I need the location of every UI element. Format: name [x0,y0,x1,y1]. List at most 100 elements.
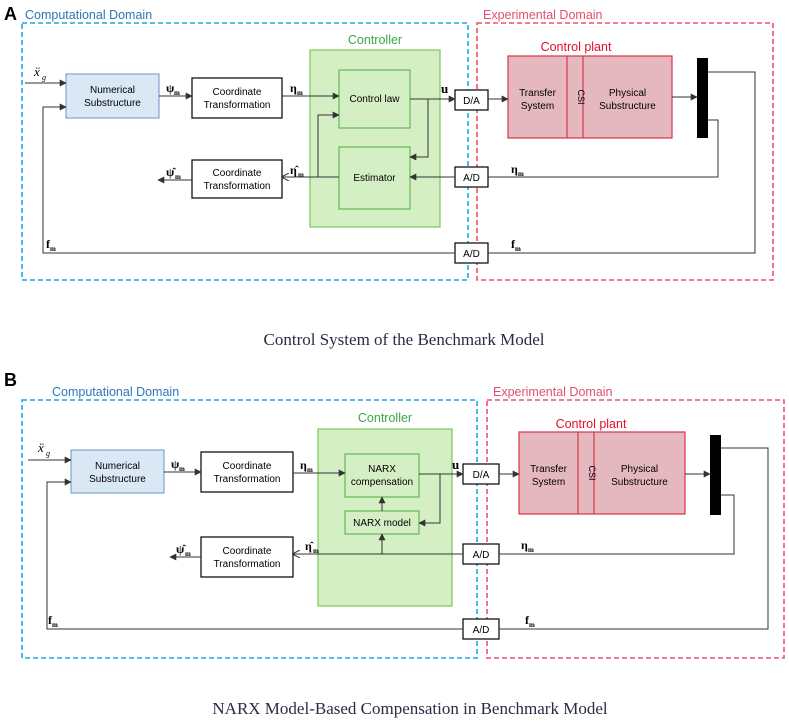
coordinate-transformation-2-box-b [200,536,294,578]
signal-f-left-b: f [48,613,53,627]
wire-force-feedback-a [488,71,756,254]
wire-force-numerical-a [42,103,455,254]
coordinate-transformation-1-box-a [191,77,283,119]
physical-substructure-line1-a: Physical [609,88,646,99]
signal-xg-b: ẍ [37,440,44,455]
signal-eta-hat-sub-b: m [313,547,319,555]
signal-eta-m-sub-b: m [528,546,534,554]
experimental-domain-label-a: Experimental Domain [483,8,603,22]
control-plant-title-a: Control plant [541,40,612,54]
panel-b-label: B [4,370,17,390]
signal-psi-hat-sub-a: m [175,173,181,181]
computational-domain-box-b [21,399,478,659]
da-label-b: D/A [473,470,490,481]
ad-label-2-a: A/D [463,249,480,260]
experimental-domain-box-b [486,399,785,659]
transfer-system-line1-a: Transfer [519,88,557,99]
panel-a: A Computational Domain Experimental Doma… [4,4,774,349]
signal-eta-b: η [300,458,307,472]
actuator-bar-a [697,58,708,138]
narx-compensation-line2: compensation [351,477,413,488]
signal-f-left-sub-b: m [52,621,58,629]
signal-eta-m-a: η [511,162,518,176]
signal-psi-sub-a: m [174,89,180,97]
coordinate-transformation-1-line1-b: Coordinate [223,461,272,472]
panel-a-label: A [4,4,17,24]
controller-title-b: Controller [358,411,412,425]
numerical-substructure-line1-b: Numerical [95,461,140,472]
wire-eta-feedback-a [488,119,719,178]
physical-substructure-line2-a: Substructure [599,101,656,112]
signal-f-right-b: f [525,613,530,627]
da-label-a: D/A [463,96,480,107]
signal-xg-a: ẍ [33,64,40,79]
transfer-system-line2-a: System [521,101,554,112]
signal-psi-b: ψ [171,457,180,471]
caption-a: Control System of the Benchmark Model [264,330,545,349]
wire-u-narx-model [418,474,441,527]
ad-label-1-a: A/D [463,173,480,184]
numerical-substructure-line2-a: Substructure [84,98,141,109]
signal-f-right-sub-b: m [529,621,535,629]
caption-b: NARX Model-Based Compensation in Benchma… [212,699,607,718]
signal-eta-sub-b: m [307,466,313,474]
signal-eta-m-sub-a: m [518,170,524,178]
wire-force-feedback-b [499,447,769,630]
physical-substructure-line2-b: Substructure [611,477,668,488]
signal-xg-sub-b: g [46,449,50,458]
computational-domain-label-a: Computational Domain [25,8,152,22]
control-law-label: Control law [349,94,400,105]
signal-psi-hat-sub-b: m [185,550,191,558]
signal-eta-hat-b: η̂ [305,539,314,553]
signal-u-b: u [452,457,459,472]
signal-f-right-a: f [511,237,516,251]
wire-etahat-controllaw-a [317,111,340,177]
signal-eta-a: η [290,81,297,95]
signal-psi-a: ψ [166,81,175,95]
signal-eta-hat-sub-a: m [298,171,304,179]
experimental-domain-label-b: Experimental Domain [493,385,613,399]
signal-xg-sub-a: g [42,73,46,82]
signal-psi-hat-b: ψ̂ [176,542,186,556]
signal-u-a: u [441,81,448,96]
coordinate-transformation-1-box-b [200,451,294,493]
ad-label-2-b: A/D [473,625,490,636]
signal-eta-sub-a: m [297,89,303,97]
signal-f-left-a: f [46,237,51,251]
estimator-label: Estimator [353,173,396,184]
coordinate-transformation-1-line2-b: Transformation [214,474,281,485]
coordinate-transformation-2-line2-a: Transformation [204,181,271,192]
ad-label-1-b: A/D [473,550,490,561]
signal-f-right-sub-a: m [515,245,521,253]
control-law-box [338,69,411,129]
signal-eta-m-b: η [521,538,528,552]
numerical-substructure-box-b [70,449,165,494]
wire-u-estimator-a [409,99,429,161]
control-plant-box-b [518,431,686,515]
csi-label-b: CSI [587,465,597,480]
transfer-system-line2-b: System [532,477,565,488]
numerical-substructure-line1-a: Numerical [90,85,135,96]
coordinate-transformation-2-box-a [191,159,283,199]
panel-b: B Computational Domain Experimental Doma… [4,370,785,718]
signal-psi-hat-a: ψ̂ [166,165,176,179]
wire-eta-feedback-b [499,494,735,555]
computational-domain-label-b: Computational Domain [52,385,179,399]
numerical-substructure-box-a [65,73,160,119]
coordinate-transformation-1-line1-a: Coordinate [213,87,262,98]
signal-f-left-sub-a: m [50,245,56,253]
numerical-substructure-line2-b: Substructure [89,474,146,485]
control-plant-box-a [507,55,673,139]
coordinate-transformation-2-line2-b: Transformation [214,559,281,570]
control-plant-title-b: Control plant [556,417,627,431]
experimental-domain-box-a [476,22,774,281]
coordinate-transformation-2-line1-a: Coordinate [213,168,262,179]
signal-psi-sub-b: m [179,465,185,473]
transfer-system-line1-b: Transfer [530,464,568,475]
signal-eta-hat-a: η̂ [290,163,299,177]
csi-label-a: CSI [576,89,586,104]
narx-model-label: NARX model [353,518,411,529]
actuator-bar-b [710,435,721,515]
narx-compensation-box [344,453,420,498]
